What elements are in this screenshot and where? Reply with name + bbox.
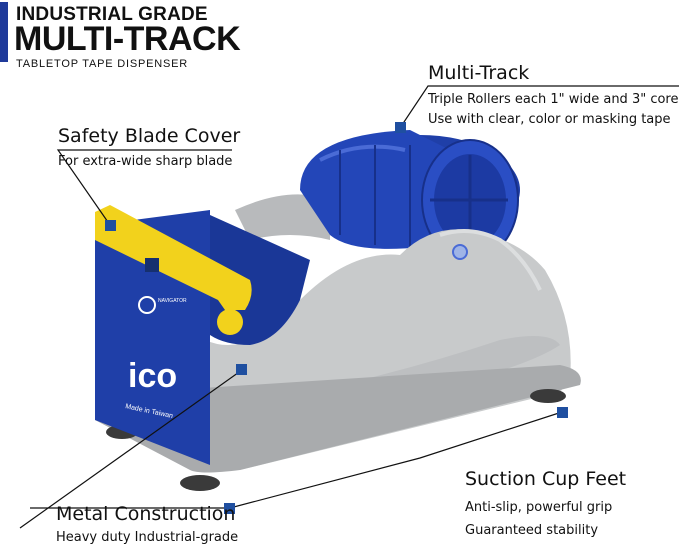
header-accent-bar	[0, 2, 8, 62]
callout-leaders	[19, 85, 679, 529]
callout-metal-line1: Heavy duty Industrial-grade	[56, 530, 239, 545]
tape-rollers	[300, 130, 520, 261]
brand-badge	[138, 296, 156, 314]
header-line-3: TABLETOP TAPE DISPENSER	[16, 58, 189, 70]
marker-metal-label	[224, 503, 235, 514]
product-logo: ico	[128, 357, 177, 395]
header-line-1: INDUSTRIAL GRADE	[16, 4, 208, 25]
blade-knob	[217, 309, 243, 335]
base-plate	[95, 365, 581, 473]
marker-suction	[557, 407, 568, 418]
brand-badge-text: NAVIGATOR	[158, 298, 187, 304]
marker-blade-cover	[105, 220, 116, 231]
housing-back-wall	[235, 194, 330, 240]
callout-multi-track-line2: Use with clear, color or masking tape	[428, 112, 671, 127]
callout-suction-title: Suction Cup Feet	[465, 468, 627, 490]
marker-metal	[236, 364, 247, 375]
callout-metal-title: Metal Construction	[56, 503, 236, 525]
callout-suction-line1: Anti-slip, powerful grip	[465, 500, 613, 515]
suction-foot-2	[180, 475, 220, 491]
marker-multi-track	[395, 122, 406, 133]
header-line-2: MULTI-TRACK	[14, 20, 241, 58]
callout-blade-cover-title: Safety Blade Cover	[58, 125, 241, 147]
callout-multi-track-line1: Triple Rollers each 1" wide and 3" core	[428, 92, 679, 107]
suction-foot-3	[530, 389, 566, 403]
callout-multi-track-title: Multi-Track	[428, 62, 530, 84]
callout-suction-line2: Guaranteed stability	[465, 523, 599, 538]
yellow-blade-cover	[95, 205, 252, 310]
roller-axle	[452, 244, 468, 260]
callout-blade-cover-line1: For extra-wide sharp blade	[58, 154, 233, 169]
